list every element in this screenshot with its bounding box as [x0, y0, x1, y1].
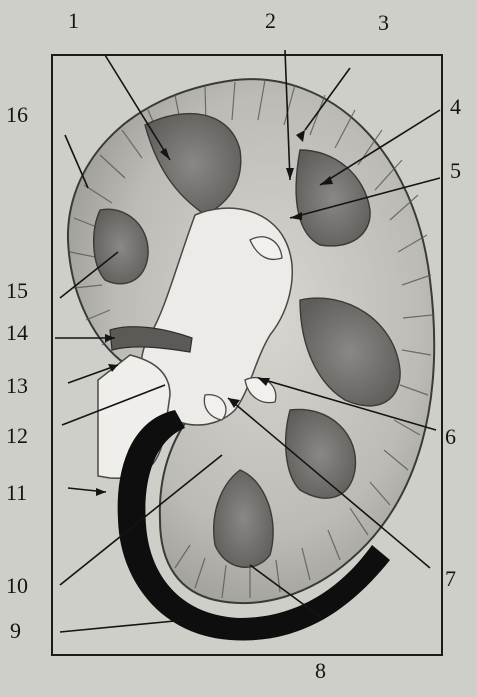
label-3: 3	[378, 12, 389, 34]
label-12: 12	[6, 425, 28, 447]
label-1: 1	[68, 10, 79, 32]
label-9: 9	[10, 620, 21, 642]
label-15: 15	[6, 280, 28, 302]
label-16: 16	[6, 104, 28, 126]
label-4: 4	[450, 96, 461, 118]
label-5: 5	[450, 160, 461, 182]
label-7: 7	[445, 568, 456, 590]
label-13: 13	[6, 375, 28, 397]
label-11: 11	[6, 482, 27, 504]
label-8: 8	[315, 660, 326, 682]
label-2: 2	[265, 10, 276, 32]
label-14: 14	[6, 322, 28, 344]
label-6: 6	[445, 426, 456, 448]
label-10: 10	[6, 575, 28, 597]
